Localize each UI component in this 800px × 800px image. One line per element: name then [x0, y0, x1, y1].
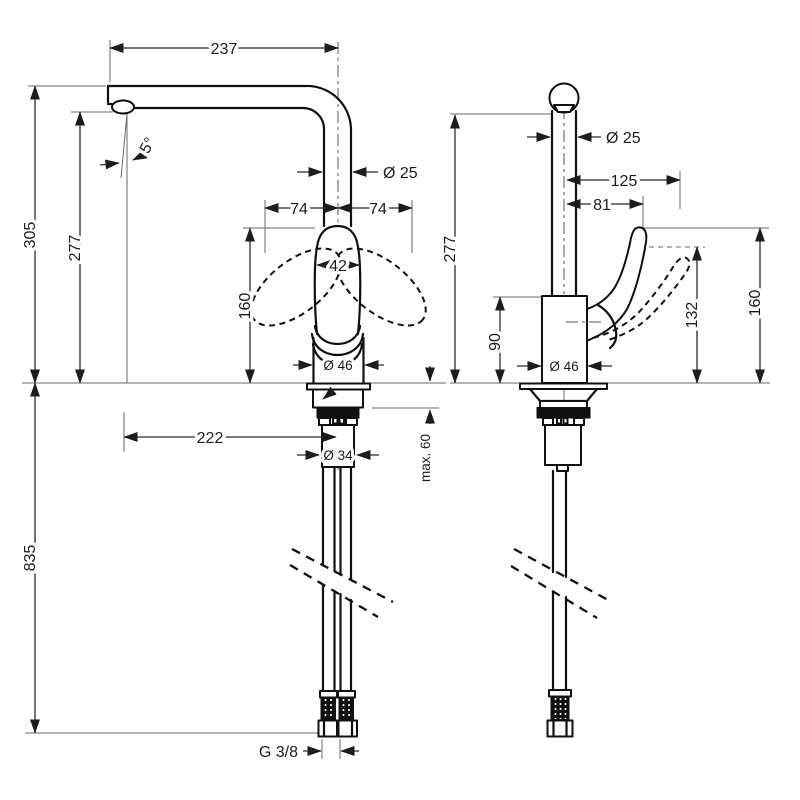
handle-open-position — [592, 256, 691, 341]
dim-body-dia-side-label: Ø 46 — [549, 359, 578, 374]
clamp-right-side — [573, 417, 585, 426]
dim-angle-arrow-right — [132, 149, 154, 161]
clamp-center-b — [338, 417, 345, 425]
clamp-center-side-a — [556, 417, 562, 425]
clamp-left — [318, 417, 331, 426]
handle-lever-front — [313, 224, 362, 336]
dim-handle-height-side-label: 160 — [747, 290, 764, 317]
hose-crimp — [338, 697, 354, 721]
dim-spout-dia-label: Ø 25 — [383, 165, 418, 182]
shank-notch — [556, 464, 569, 472]
dim-spout-reach-label: 237 — [211, 41, 238, 58]
front-supply-hoses — [289, 465, 394, 738]
dim-total-height-label: 305 — [22, 222, 39, 249]
spout-outer-edge — [106, 84, 353, 228]
underdeck-body — [312, 388, 364, 409]
dim-thread-label: G 3/8 — [259, 744, 298, 761]
dim-handle-width-label: 42 — [329, 258, 347, 275]
dim-max-deck-label: max. 60 — [418, 434, 433, 482]
dim-handle-height-label: 160 — [237, 293, 254, 320]
clamp-center-side-b — [562, 417, 569, 425]
seal-gasket-side — [536, 407, 591, 419]
seal-gasket — [316, 407, 360, 419]
dim-spout-dia-side-label: Ø 25 — [606, 130, 641, 147]
hose-nut — [317, 719, 338, 738]
dim-handle-open-height-label: 132 — [684, 302, 701, 329]
base-flange-side — [519, 382, 608, 390]
hose-collar — [548, 689, 572, 698]
hose-nut — [337, 719, 358, 738]
dim-body-height-label: 90 — [487, 333, 504, 351]
clamp-right — [345, 417, 358, 426]
dim-outlet-height-side-label: 277 — [442, 236, 459, 263]
break-line — [289, 564, 379, 618]
dim-swivel-left-label: 74 — [290, 201, 308, 218]
dim-handle-reach-label: 81 — [593, 197, 611, 214]
handle-lever-side — [586, 226, 648, 342]
hose-collar — [319, 690, 338, 699]
hose-collar — [337, 690, 356, 699]
break-line — [513, 547, 611, 603]
handle-dome-arc-1 — [313, 324, 362, 346]
dim-outlet-height-label: 277 — [67, 235, 84, 262]
dim-outlet-offset-label: 222 — [197, 430, 224, 447]
front-extension-lines — [22, 40, 446, 759]
spout-inner-edge — [133, 106, 326, 228]
side-supply-hose — [510, 469, 611, 738]
dim-angle-arrow-left — [99, 159, 120, 170]
side-dimensions: 277 Ø 25 125 81 90 Ø 46 132 160 — [439, 114, 768, 384]
dim-spout-angle-label: 5° — [137, 135, 159, 157]
underdeck-body-side — [539, 400, 588, 409]
handle-dome-arc-3 — [311, 342, 364, 367]
spout-end-face — [106, 84, 115, 106]
dim-shank-dia-label: Ø 34 — [323, 448, 353, 463]
break-line — [510, 565, 598, 619]
hose-nut — [546, 719, 574, 738]
break-line — [291, 547, 394, 604]
front-dimensions: 237 305 277 835 5° Ø 25 74 74 42 160 Ø 4 — [19, 38, 437, 765]
dim-swivel-right-label: 74 — [369, 201, 387, 218]
dim-handle-reach-open-label: 125 — [611, 173, 638, 190]
mounting-shank-side — [544, 424, 582, 466]
aerator-outlet — [111, 99, 135, 115]
clamp-left-side — [542, 417, 554, 426]
front-view: 237 305 277 835 5° Ø 25 74 74 42 160 Ø 4 — [19, 38, 446, 765]
handle-swung-right — [335, 247, 427, 327]
angle-5deg-line — [120, 113, 128, 179]
side-view: 277 Ø 25 125 81 90 Ø 46 132 160 — [439, 82, 770, 738]
dim-body-dia-label: Ø 46 — [323, 358, 352, 373]
underdeck-arrow — [322, 386, 337, 400]
handle-swung-left — [250, 247, 342, 327]
side-faucet-outline — [519, 82, 691, 472]
hose-crimp — [320, 697, 336, 721]
clamp-center-a — [332, 417, 339, 425]
handle-pivot-detail — [596, 303, 618, 350]
handle-swivel-range — [250, 247, 427, 327]
aerator-side — [553, 104, 575, 113]
dim-hose-length-label: 835 — [22, 545, 39, 572]
